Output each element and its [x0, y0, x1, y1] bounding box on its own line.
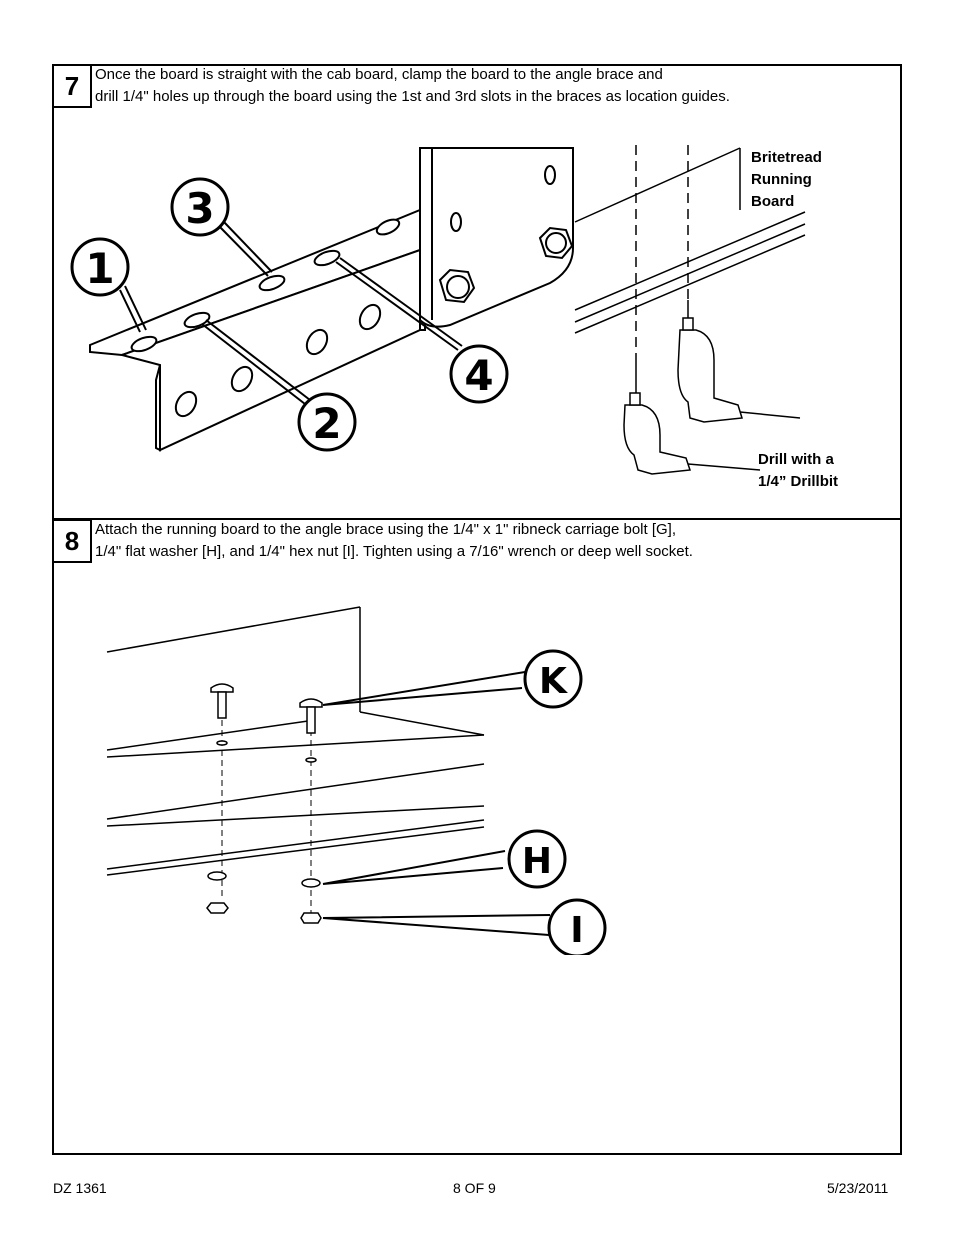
- step-8-line-1: Attach the running board to the angle br…: [95, 521, 677, 538]
- step-8-illustration: K H I: [106, 606, 607, 955]
- bracket-plate: [419, 147, 574, 328]
- callout-2-label: 2: [312, 399, 341, 448]
- angle-brace: [89, 208, 426, 452]
- brace-slots: [130, 218, 401, 418]
- carriage-bolt-icon: [210, 683, 323, 763]
- step-divider: [52, 518, 902, 520]
- callout-k-label: K: [539, 661, 568, 702]
- step-7-line-2: drill 1/4" holes up through the board us…: [95, 88, 730, 105]
- bolt-center-lines: [221, 710, 312, 915]
- running-board-outline: [574, 147, 806, 334]
- callout-i-label: I: [570, 910, 583, 951]
- drill-bit-label: Drill with a 1/4” Drillbit: [758, 451, 838, 490]
- step-7-number: 7: [52, 64, 92, 108]
- callout-leaders: [119, 221, 463, 405]
- callout-1-label: 1: [85, 244, 114, 293]
- flat-washer-icon: [207, 871, 321, 888]
- step-7-illustration: 1 3 2 4 Britetread Running Board Drill w…: [70, 145, 838, 490]
- callout-leaders: [322, 671, 551, 936]
- step-7-line-1: Once the board is straight with the cab …: [95, 66, 663, 83]
- callout-i: I: [547, 898, 607, 955]
- footer-doc-id: DZ 1361: [53, 1180, 107, 1196]
- callout-1: 1: [70, 237, 130, 297]
- instruction-frame: [52, 64, 902, 1155]
- callout-3: 3: [170, 177, 230, 237]
- board-label-line-2: Running: [751, 171, 812, 188]
- callout-4: 4: [449, 344, 509, 404]
- step-8-instructions: Attach the running board to the angle br…: [95, 519, 693, 563]
- board-label-line-3: Board: [751, 193, 794, 210]
- callout-h: H: [507, 829, 567, 889]
- running-board-assembly: [106, 606, 485, 876]
- callout-3-label: 3: [185, 184, 214, 233]
- footer-date: 5/23/2011: [827, 1180, 889, 1196]
- step-7-instructions: Once the board is straight with the cab …: [95, 64, 730, 108]
- britetread-board-label: Britetread Running Board: [751, 149, 822, 210]
- drill-label-line-2: 1/4” Drillbit: [758, 473, 838, 490]
- drill-icon: [623, 360, 761, 475]
- drill-label-line-1: Drill with a: [758, 451, 835, 468]
- hex-nut-icon: [206, 902, 322, 924]
- footer-page-number: 8 OF 9: [453, 1180, 496, 1196]
- step-8-number: 8: [52, 519, 92, 563]
- callout-2: 2: [297, 392, 357, 452]
- callout-k: K: [523, 649, 583, 709]
- step-8-line-2: 1/4" flat washer [H], and 1/4" hex nut […: [95, 543, 693, 560]
- callout-h-label: H: [522, 841, 552, 882]
- callout-4-label: 4: [464, 351, 493, 400]
- drill-icon: [677, 300, 801, 423]
- drill-guide-lines: [635, 145, 689, 360]
- board-label-line-1: Britetread: [751, 149, 822, 166]
